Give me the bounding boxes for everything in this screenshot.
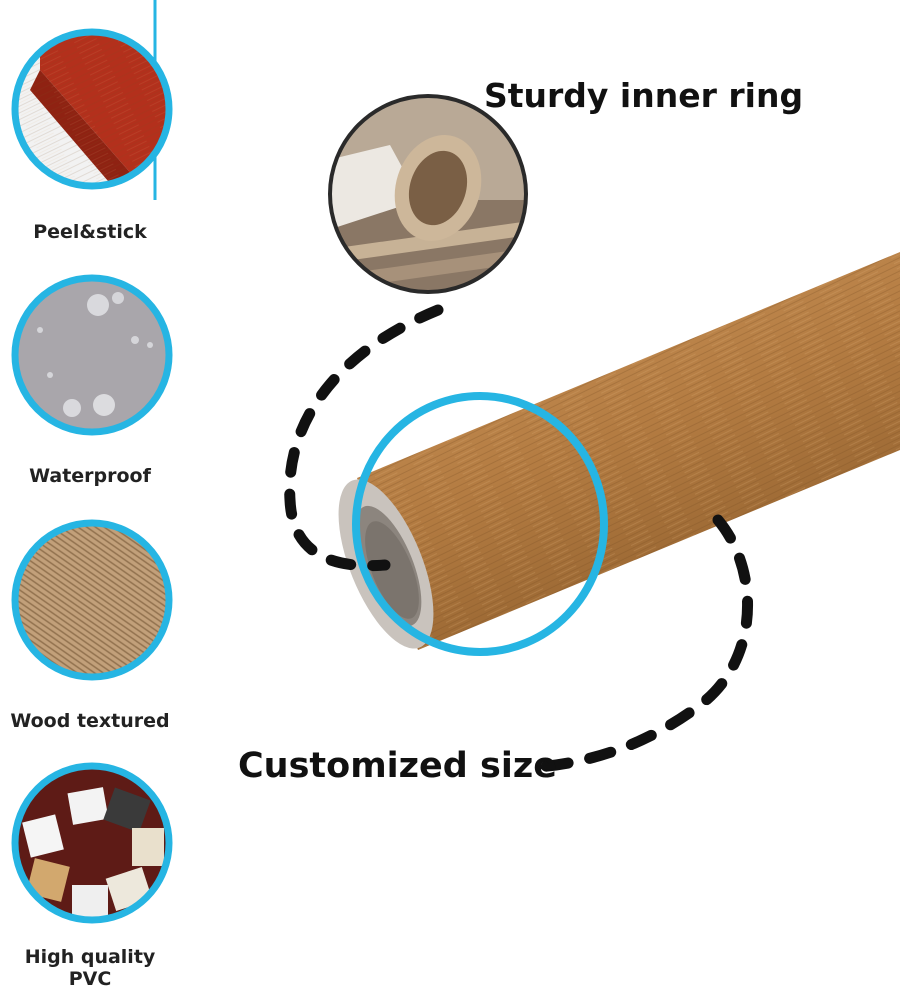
wood-roll	[338, 252, 900, 650]
water-droplets-icon	[11, 274, 173, 436]
wood-grain-texture-icon	[11, 519, 173, 681]
feature-label-peel-stick: Peel&stick	[33, 221, 147, 243]
pvc-rolls-icon	[11, 762, 173, 924]
callout-customized-size: Customized size	[238, 746, 557, 786]
roll-end-highlight	[352, 392, 608, 656]
peel-stick-swatch-icon	[11, 28, 173, 190]
inner-ring-photo	[328, 94, 528, 294]
feature-label-waterproof: Waterproof	[29, 465, 151, 487]
callout-inner-ring: Sturdy inner ring	[484, 76, 804, 115]
feature-label-pvc: High quality PVC	[24, 946, 156, 990]
dashed-connector-top	[284, 304, 444, 572]
feature-label-wood-textured: Wood textured	[10, 710, 170, 732]
dashed-connector-bottom	[519, 514, 753, 774]
